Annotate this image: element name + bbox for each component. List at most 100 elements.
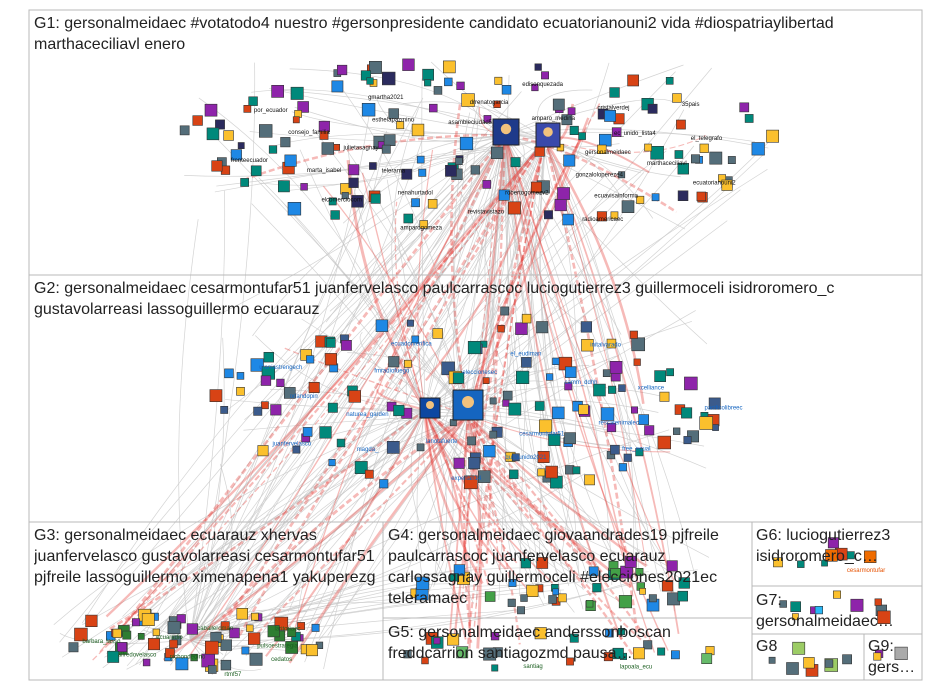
- node-avatar[interactable]: [602, 369, 611, 378]
- node-avatar[interactable]: [684, 376, 698, 391]
- node-avatar[interactable]: [894, 646, 908, 660]
- node-avatar[interactable]: [463, 475, 478, 490]
- node-avatar[interactable]: [375, 319, 389, 332]
- node-avatar[interactable]: [483, 647, 497, 661]
- node-avatar[interactable]: [284, 154, 297, 167]
- node-avatar[interactable]: [530, 181, 543, 193]
- node-avatar[interactable]: [541, 71, 550, 80]
- node-avatar[interactable]: [674, 150, 684, 159]
- node-avatar[interactable]: [456, 646, 469, 659]
- node-avatar[interactable]: [215, 119, 225, 130]
- node-avatar[interactable]: [205, 640, 219, 655]
- node-avatar[interactable]: [354, 461, 368, 474]
- node-avatar[interactable]: [449, 573, 458, 582]
- node-avatar[interactable]: [699, 416, 713, 430]
- node-avatar[interactable]: [386, 440, 400, 454]
- node-avatar[interactable]: [277, 180, 290, 193]
- node-avatar[interactable]: [666, 368, 674, 377]
- node-avatar[interactable]: [411, 198, 420, 208]
- node-avatar[interactable]: [424, 79, 432, 87]
- node-avatar[interactable]: [548, 595, 557, 604]
- node-avatar[interactable]: [270, 404, 282, 416]
- node-avatar[interactable]: [453, 457, 465, 469]
- node-avatar[interactable]: [873, 652, 882, 661]
- node-avatar[interactable]: [220, 639, 232, 651]
- node-avatar[interactable]: [672, 427, 681, 435]
- node-avatar[interactable]: [552, 357, 560, 365]
- node-avatar[interactable]: [635, 448, 644, 457]
- node-avatar[interactable]: [311, 623, 320, 632]
- node-avatar[interactable]: [306, 355, 315, 364]
- node-avatar[interactable]: [327, 402, 338, 413]
- node-avatar[interactable]: [561, 114, 573, 126]
- node-avatar[interactable]: [564, 432, 576, 445]
- node-avatar[interactable]: [192, 115, 203, 126]
- node-avatar[interactable]: [696, 191, 707, 202]
- node-avatar[interactable]: [677, 590, 688, 602]
- node-avatar[interactable]: [554, 198, 567, 212]
- node-avatar[interactable]: [230, 149, 242, 161]
- node-avatar[interactable]: [493, 100, 501, 109]
- node-avatar[interactable]: [167, 621, 181, 635]
- node-avatar[interactable]: [617, 627, 626, 636]
- node-avatar[interactable]: [246, 624, 254, 632]
- node-avatar[interactable]: [328, 197, 337, 206]
- node-avatar[interactable]: [603, 652, 613, 662]
- node-avatar[interactable]: [429, 103, 438, 113]
- node-avatar[interactable]: [552, 406, 565, 420]
- node-avatar[interactable]: [564, 382, 573, 391]
- node-avatar[interactable]: [175, 657, 189, 671]
- node-avatar[interactable]: [261, 401, 269, 410]
- node-avatar[interactable]: [176, 614, 186, 624]
- node-avatar[interactable]: [351, 195, 364, 208]
- node-avatar[interactable]: [251, 612, 259, 621]
- node-avatar[interactable]: [520, 558, 531, 569]
- node-avatar[interactable]: [364, 469, 374, 479]
- node-avatar[interactable]: [521, 357, 532, 368]
- node-avatar[interactable]: [366, 77, 374, 85]
- node-avatar[interactable]: [74, 627, 88, 642]
- node-avatar[interactable]: [416, 443, 425, 452]
- node-avatar[interactable]: [206, 127, 220, 141]
- node-avatar[interactable]: [572, 466, 581, 475]
- node-avatar[interactable]: [592, 583, 602, 593]
- node-avatar[interactable]: [432, 328, 443, 339]
- node-avatar[interactable]: [569, 125, 579, 135]
- hub-avatar[interactable]: [452, 389, 484, 421]
- node-avatar[interactable]: [186, 623, 199, 635]
- node-avatar[interactable]: [708, 397, 721, 410]
- node-avatar[interactable]: [584, 474, 595, 486]
- node-avatar[interactable]: [562, 213, 574, 226]
- node-avatar[interactable]: [333, 144, 341, 151]
- node-avatar[interactable]: [250, 358, 264, 372]
- node-avatar[interactable]: [324, 353, 338, 366]
- node-avatar[interactable]: [580, 321, 592, 333]
- node-avatar[interactable]: [243, 105, 252, 113]
- node-avatar[interactable]: [250, 165, 262, 177]
- node-avatar[interactable]: [325, 338, 336, 348]
- node-avatar[interactable]: [468, 457, 481, 470]
- node-avatar[interactable]: [403, 359, 412, 368]
- node-avatar[interactable]: [797, 560, 805, 568]
- node-avatar[interactable]: [452, 372, 465, 384]
- node-avatar[interactable]: [611, 127, 622, 137]
- node-avatar[interactable]: [258, 124, 273, 138]
- node-avatar[interactable]: [824, 659, 834, 668]
- node-avatar[interactable]: [292, 116, 300, 124]
- node-avatar[interactable]: [581, 338, 594, 352]
- node-avatar[interactable]: [297, 622, 305, 630]
- node-avatar[interactable]: [403, 213, 414, 224]
- node-avatar[interactable]: [297, 101, 309, 113]
- node-avatar[interactable]: [484, 591, 496, 602]
- node-avatar[interactable]: [321, 142, 334, 155]
- node-avatar[interactable]: [827, 537, 839, 549]
- node-avatar[interactable]: [657, 647, 666, 656]
- node-avatar[interactable]: [791, 613, 799, 621]
- node-avatar[interactable]: [585, 599, 594, 608]
- node-avatar[interactable]: [483, 444, 496, 458]
- node-avatar[interactable]: [633, 358, 641, 366]
- node-avatar[interactable]: [654, 370, 666, 383]
- node-avatar[interactable]: [699, 143, 709, 153]
- node-avatar[interactable]: [511, 453, 520, 462]
- node-avatar[interactable]: [647, 103, 658, 114]
